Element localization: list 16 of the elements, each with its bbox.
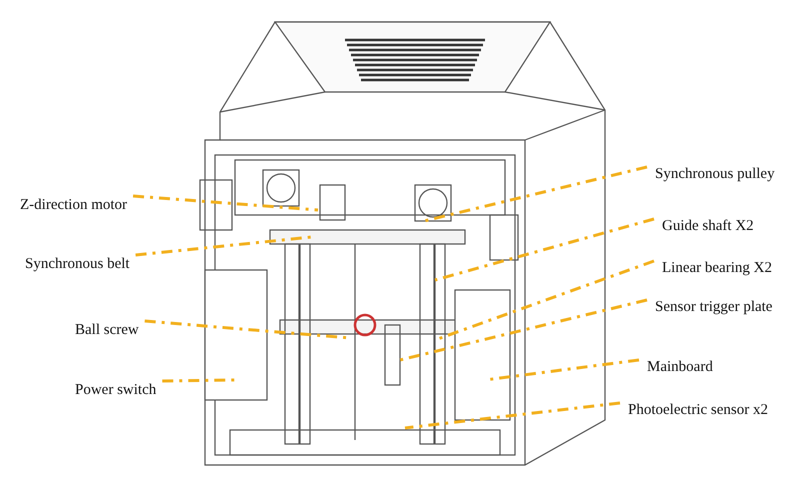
part-label: Z-direction motor [20, 196, 128, 214]
part-label: Synchronous belt [25, 255, 130, 273]
leader-line [162, 378, 236, 382]
part-label: Sensor trigger plate [655, 298, 772, 316]
part-label: Mainboard [647, 358, 713, 376]
part-label: Guide shaft X2 [662, 217, 754, 235]
part-label: Ball screw [75, 321, 139, 339]
leader-line [434, 218, 654, 282]
part-label: Photoelectric sensor x2 [628, 401, 768, 419]
leader-line [400, 298, 648, 362]
part-label: Linear bearing X2 [662, 259, 772, 277]
part-label: Power switch [75, 381, 156, 399]
leader-line [132, 194, 318, 212]
leader-line [404, 402, 620, 430]
part-label: Synchronous pulley [655, 165, 775, 183]
leader-line [135, 236, 312, 256]
